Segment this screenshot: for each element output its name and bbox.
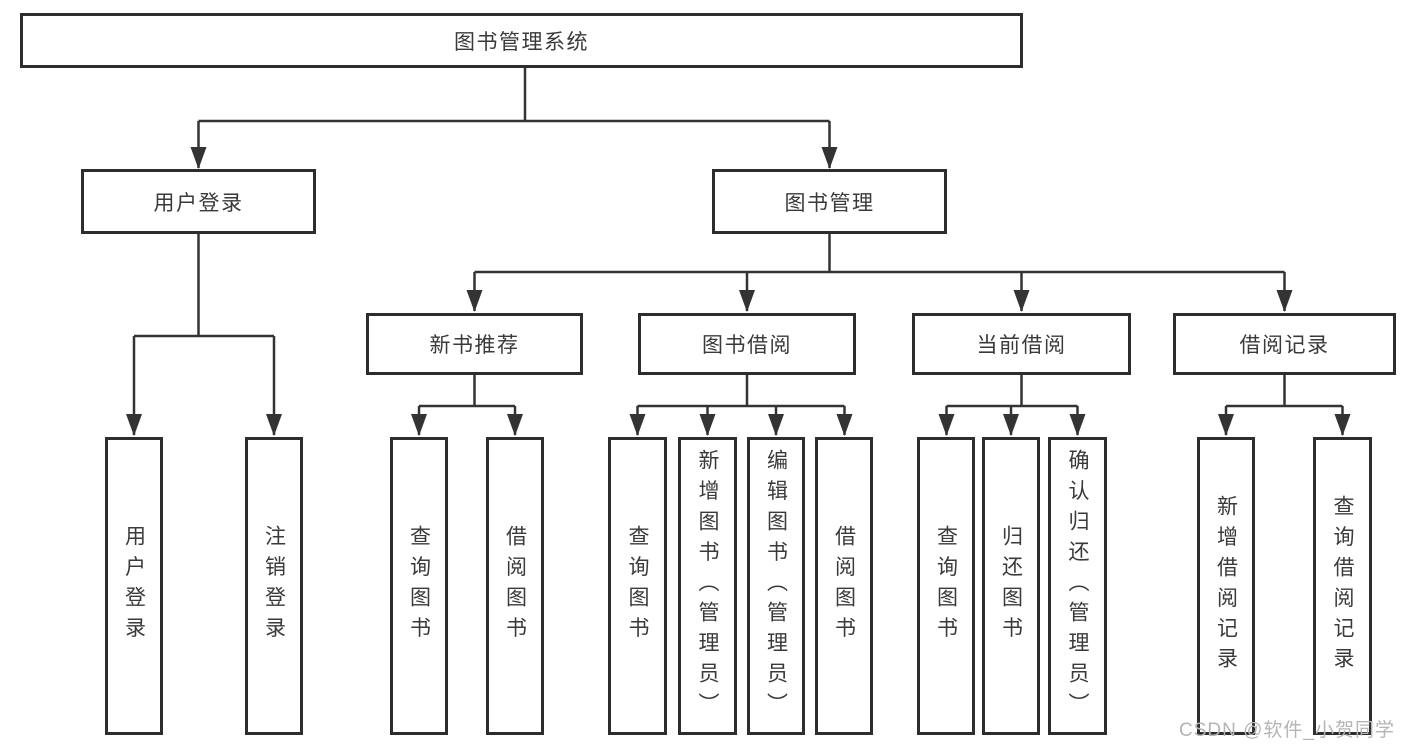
leaf-user-login: 用户登录 bbox=[105, 437, 163, 735]
leaf-label: 归还图书 bbox=[999, 525, 1023, 647]
leaf-label: 查询图书 bbox=[626, 525, 649, 647]
section-label: 当前借阅 bbox=[976, 334, 1067, 357]
leaf-label: 确认归还（管理员） bbox=[1066, 448, 1089, 724]
leaf-borrow-query-books: 查询图书 bbox=[608, 437, 667, 735]
leaf-borrow-edit-books-admin: 编辑图书（管理员） bbox=[747, 437, 805, 735]
section-label: 新书推荐 bbox=[429, 334, 520, 357]
leaf-label: 新增图书（管理员） bbox=[696, 448, 719, 724]
leaf-label: 新增借阅记录 bbox=[1214, 494, 1238, 678]
leaf-recommend-borrow-books: 借阅图书 bbox=[486, 437, 544, 735]
leaf-current-return-books: 归还图书 bbox=[982, 437, 1040, 735]
leaf-recommend-query-books: 查询图书 bbox=[390, 437, 448, 735]
leaf-current-confirm-return-admin: 确认归还（管理员） bbox=[1048, 437, 1107, 735]
leaf-borrow-borrow-books: 借阅图书 bbox=[815, 437, 873, 735]
leaf-label: 查询图书 bbox=[407, 525, 431, 647]
leaf-label: 借阅图书 bbox=[503, 525, 527, 647]
leaf-current-query-books: 查询图书 bbox=[917, 437, 975, 735]
node-book-management: 图书管理 bbox=[712, 169, 947, 234]
leaf-records-add-record: 新增借阅记录 bbox=[1197, 437, 1255, 735]
section-label: 借阅记录 bbox=[1239, 334, 1330, 357]
node-user-login: 用户登录 bbox=[81, 169, 316, 234]
csdn-watermark: CSDN @软件_小贺同学 bbox=[1179, 720, 1395, 741]
leaf-label: 借阅图书 bbox=[832, 525, 856, 647]
leaf-logout: 注销登录 bbox=[245, 437, 303, 735]
node-user-login-label: 用户登录 bbox=[153, 191, 244, 215]
leaf-label: 注销登录 bbox=[262, 525, 286, 647]
leaf-records-query-record: 查询借阅记录 bbox=[1313, 437, 1372, 735]
leaf-label: 查询借阅记录 bbox=[1331, 494, 1354, 678]
section-label: 图书借阅 bbox=[702, 334, 792, 357]
node-root: 图书管理系统 bbox=[20, 13, 1023, 68]
node-root-label: 图书管理系统 bbox=[454, 30, 589, 54]
node-book-management-label: 图书管理 bbox=[784, 191, 875, 215]
leaf-label: 用户登录 bbox=[122, 525, 146, 647]
leaf-label: 查询图书 bbox=[934, 525, 958, 647]
section-current-borrow: 当前借阅 bbox=[912, 313, 1131, 375]
section-book-borrow: 图书借阅 bbox=[638, 313, 856, 375]
section-borrow-records: 借阅记录 bbox=[1173, 313, 1396, 375]
leaf-borrow-add-books-admin: 新增图书（管理员） bbox=[678, 437, 737, 735]
section-new-book-recommend: 新书推荐 bbox=[366, 313, 583, 375]
leaf-label: 编辑图书（管理员） bbox=[764, 448, 788, 724]
